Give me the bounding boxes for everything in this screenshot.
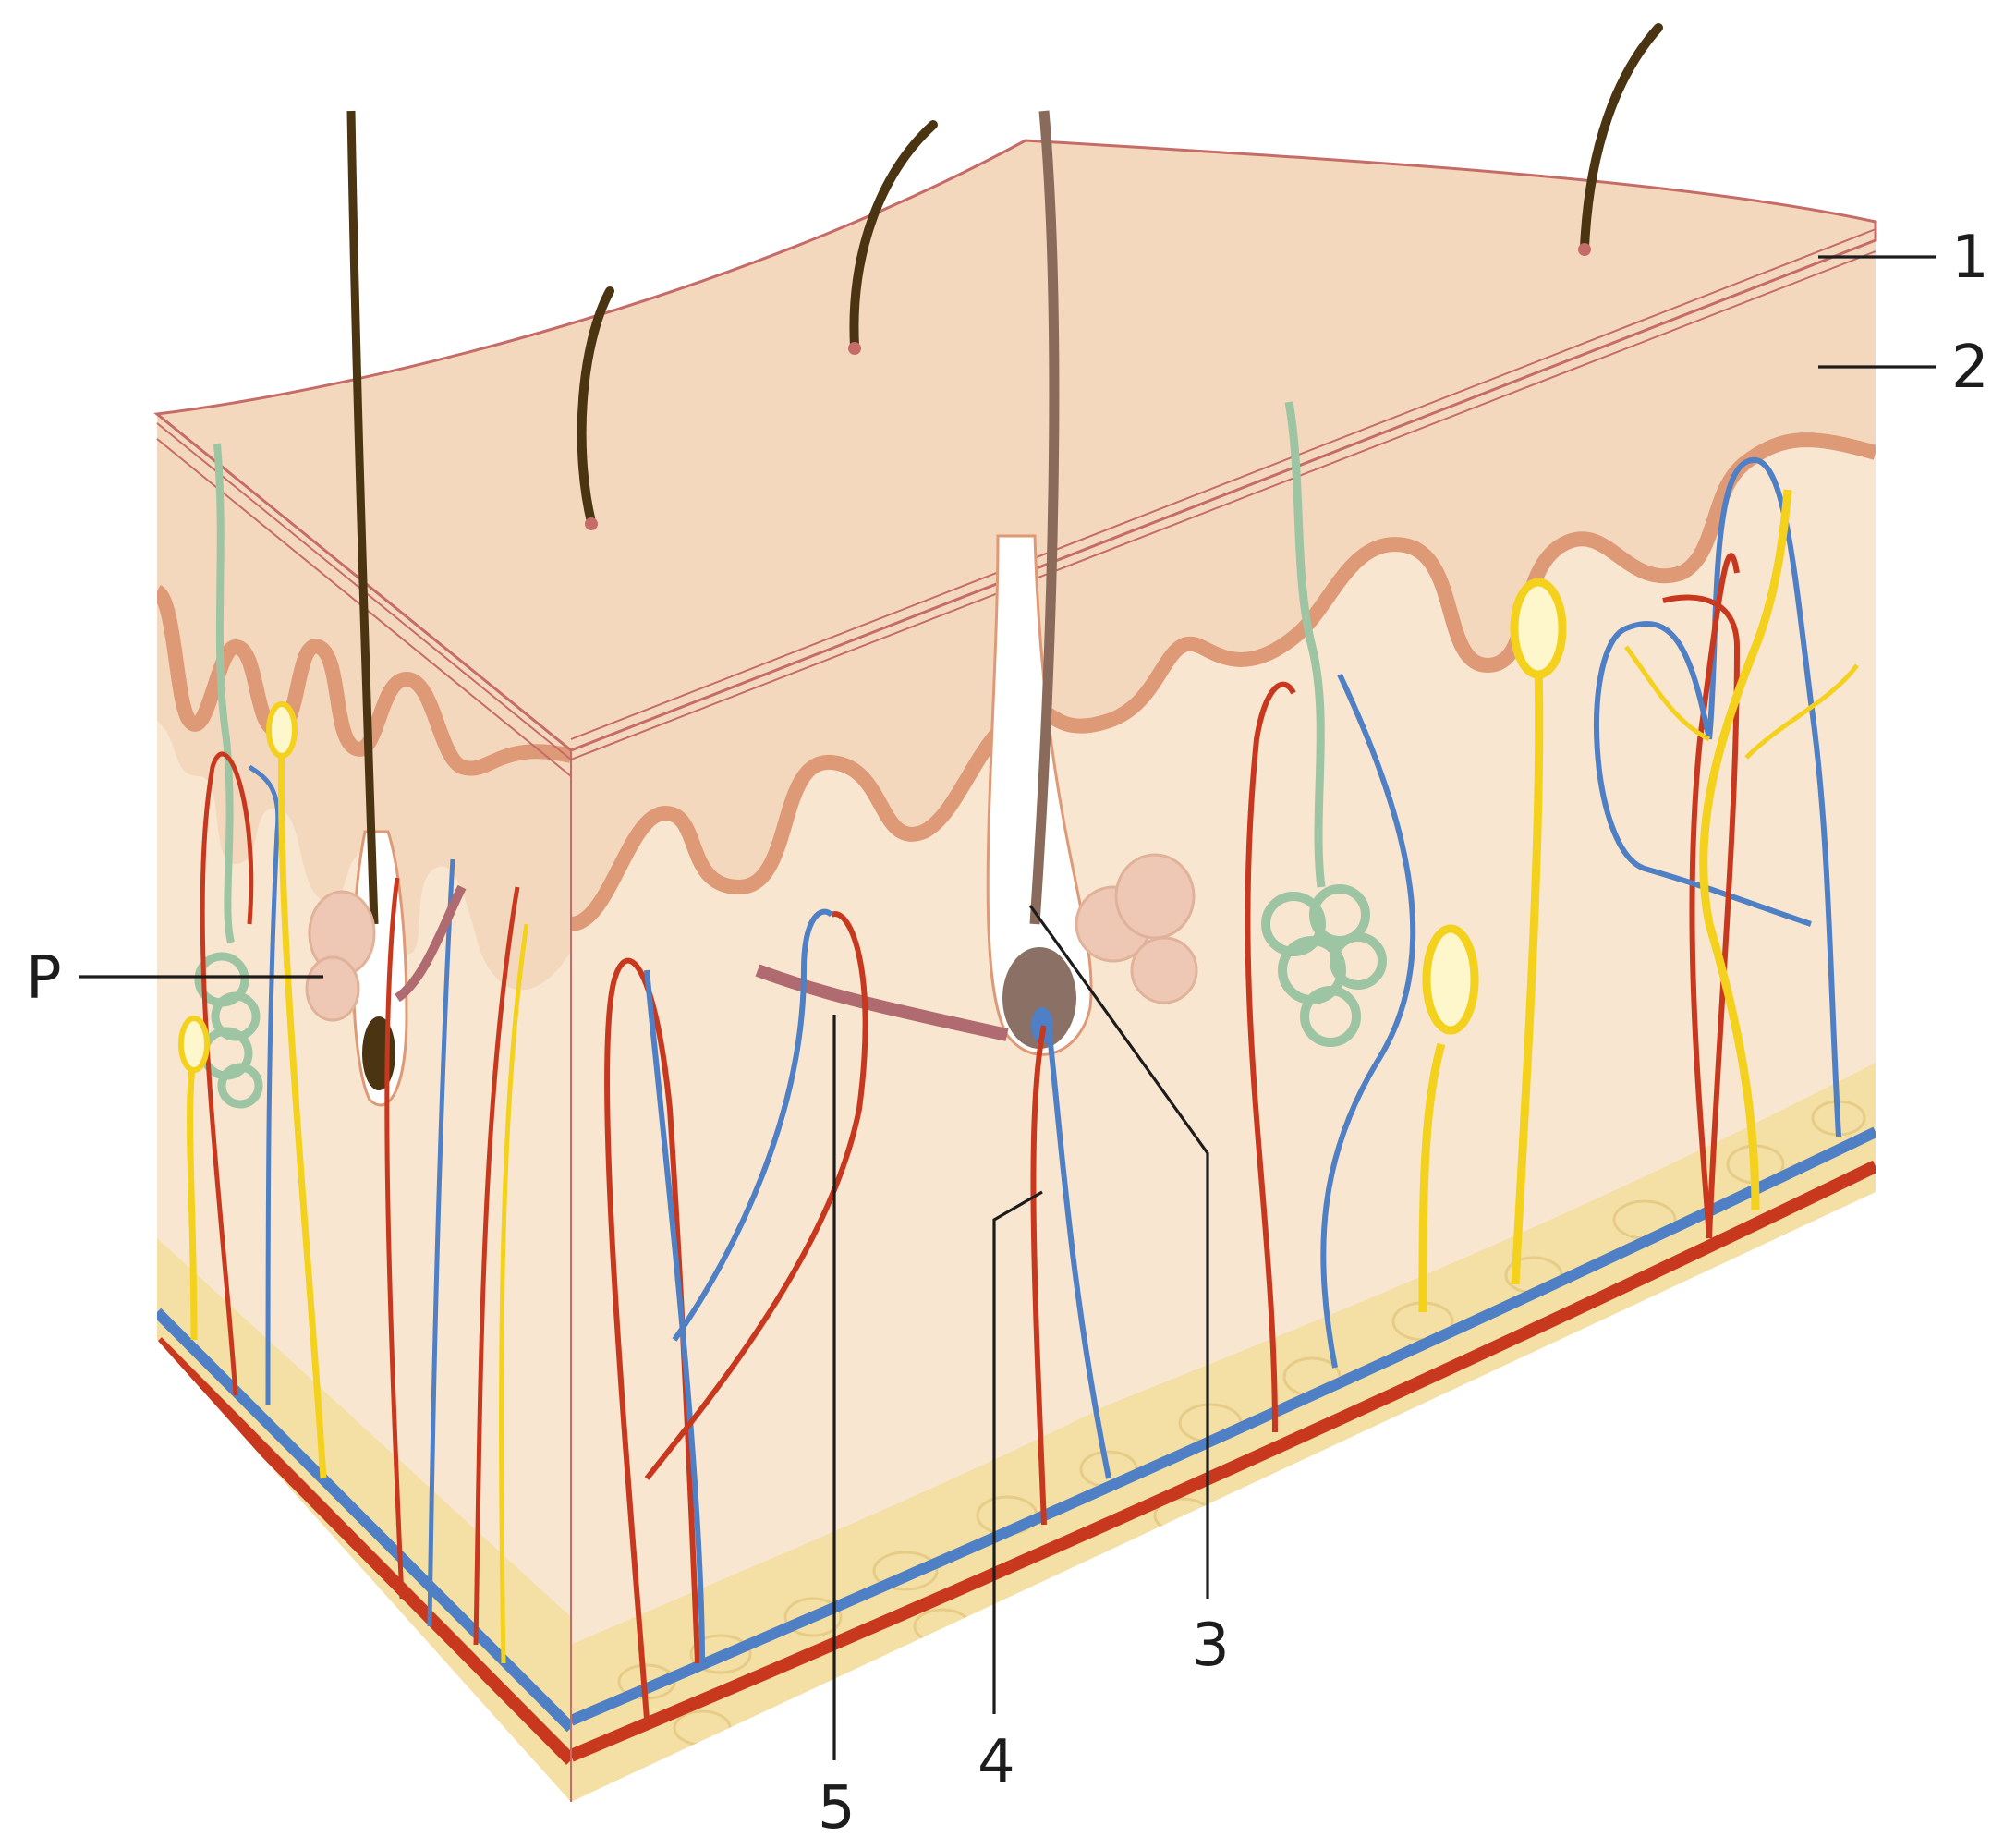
hair-pore-2 [848, 342, 861, 355]
label-5: 5 [818, 1774, 856, 1837]
label-3: 3 [1192, 1612, 1230, 1680]
hair-bulb-left [362, 1016, 395, 1090]
label-2: 2 [1951, 334, 1989, 402]
label-1: 1 [1951, 224, 1989, 292]
nerve-left-1 [190, 1053, 194, 1340]
pacinian-corpuscle-right-2 [1514, 582, 1562, 675]
hair-pore-3 [1578, 243, 1591, 256]
label-4: 4 [978, 1728, 1015, 1796]
pacinian-corpuscle-left [181, 1018, 207, 1070]
label-p: P [26, 944, 62, 1013]
hair-pore-1 [585, 517, 598, 530]
pacinian-corpuscle-right-1 [1427, 929, 1475, 1030]
meissner-corpuscle-left [269, 704, 295, 756]
